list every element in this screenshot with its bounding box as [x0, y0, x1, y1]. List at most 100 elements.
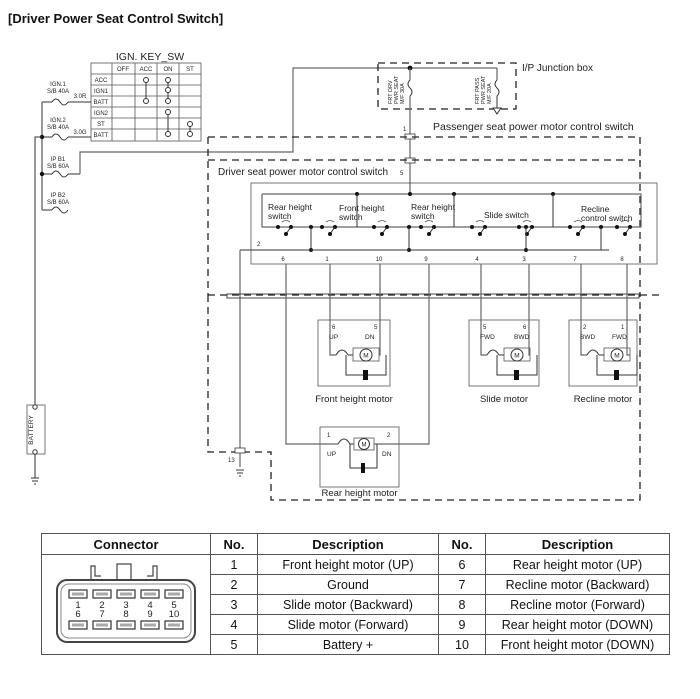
header-connector: Connector	[41, 533, 211, 555]
motor-housing	[468, 319, 540, 387]
fuse-pass-line2: PWR SEAT	[481, 75, 487, 104]
motor-pin-right: 1	[621, 325, 625, 331]
motor-name: Front height motor	[315, 394, 393, 405]
switch-arc	[325, 220, 335, 223]
connector-slot-inner	[168, 592, 180, 596]
motor-icon	[359, 348, 373, 362]
connector-pin-number: 2	[99, 600, 104, 611]
fuse-drv-line2: PWR SEAT	[394, 75, 400, 104]
switch-arc	[281, 220, 291, 223]
fuse-ign1-icon	[51, 98, 69, 106]
motor-symbol: M	[362, 442, 367, 448]
connector-pin-number: 1	[75, 600, 80, 611]
connector-pin-number: 5	[171, 600, 176, 611]
pin-description: Recline motor (Forward)	[485, 594, 670, 615]
pin-no: 3	[210, 594, 258, 615]
fuse-drv-line3: M/F 30A	[400, 83, 406, 104]
pin-no: 4	[210, 614, 258, 635]
connector-slot-inner	[144, 623, 156, 627]
switch-arc	[424, 220, 434, 223]
switch-contact	[568, 225, 572, 229]
motor-icon	[358, 438, 370, 450]
pin-description: Rear height motor (UP)	[485, 554, 670, 575]
ip-junction-box: I/P Junction box FRT DRV PWR SEAT M/F 30…	[377, 62, 593, 194]
switch-pin-label: 9	[424, 257, 428, 263]
connector-slot-inner	[72, 623, 84, 627]
switch-arc	[620, 220, 630, 223]
motor-wire-crossover	[586, 349, 600, 356]
switch-pin-label: 7	[573, 257, 577, 263]
pin-description: Slide motor (Forward)	[257, 614, 439, 635]
switch-slide-label: Slide switch	[484, 210, 529, 220]
pin-no: 6	[438, 554, 486, 575]
fuse-block: IGN.1 S/B 40A 3.0R IGN.2 S/B 40A 3.0G IP…	[34, 67, 410, 405]
switch-arc	[522, 220, 532, 223]
fuse-ipb1-name: IP B1	[51, 157, 66, 163]
breaker-icon	[514, 370, 519, 380]
ground-icon	[236, 469, 244, 477]
pin-1-label: 1	[403, 127, 407, 133]
fuse-frt-drv-icon	[407, 79, 413, 97]
switch-pivot	[478, 232, 482, 236]
switch-contact	[470, 225, 474, 229]
ign-row-ign1: IGN1	[94, 89, 109, 95]
fuse-pass-line1: FRT PASS	[475, 77, 481, 104]
fuse-ipb1-rating: S/B 60A	[47, 164, 69, 170]
pin-description: Battery +	[257, 634, 439, 655]
pin-no: 2	[210, 574, 258, 595]
switch-rear-height-2-l1: Rear height	[411, 202, 456, 212]
connector-pin-number: 3	[123, 600, 128, 611]
switch-pin-label: 8	[620, 257, 624, 263]
connector-pin-number: 10	[169, 609, 180, 620]
switch-pin-label: 6	[281, 257, 285, 263]
switch-contact	[320, 225, 324, 229]
motor-symbol: M	[363, 353, 368, 360]
switch-contact	[517, 225, 521, 229]
motor-wire	[480, 264, 487, 356]
wiring-diagram: IGN. KEY_SW OFF ACC ON ST ACC IGN1 BATT …	[26, 51, 660, 501]
header-description-1: Description	[257, 533, 439, 555]
connector-slot-inner	[72, 592, 84, 596]
switch-pivot	[576, 232, 580, 236]
pin-description: Ground	[257, 574, 439, 595]
header-no-2: No.	[438, 533, 486, 555]
pin-no: 10	[438, 634, 486, 655]
pin-description: Recline motor (Backward)	[485, 574, 670, 595]
switch-pivot	[328, 232, 332, 236]
pin-description: Rear height motor (DOWN)	[485, 614, 670, 635]
switch-contact	[615, 225, 619, 229]
header-description-2: Description	[485, 533, 670, 555]
ign-key-switch-table: IGN. KEY_SW OFF ACC ON ST ACC IGN1 BATT …	[90, 51, 202, 142]
motor-wire	[528, 264, 530, 356]
connector-pin-number: 4	[147, 600, 152, 611]
fuse-ign1-rating: S/B 40A	[47, 89, 69, 95]
ign-row-batt: BATT	[94, 100, 109, 106]
motor-wire-crossover	[486, 349, 500, 356]
motor-wire	[285, 264, 338, 445]
switch-front-height-l1: Front height	[339, 203, 385, 213]
ign-row-batt2: BATT	[94, 133, 109, 139]
motor-pin-left: 6	[332, 325, 336, 331]
switch-rear-height-2-l2: switch	[411, 211, 435, 221]
motor-dir-left: FWD	[480, 334, 495, 341]
connector-slot-inner	[120, 623, 132, 627]
fuse-pass-line3: M/F 20A	[487, 83, 493, 104]
switch-arc	[573, 220, 583, 223]
ign-col-st: ST	[186, 67, 194, 73]
switch-rear-height-1-l2: switch	[268, 211, 292, 221]
motor-housing	[319, 426, 400, 488]
motor-housing	[317, 319, 391, 387]
connector-slot-inner	[96, 623, 108, 627]
motor-pin-left: 2	[583, 325, 587, 331]
pin-13-label: 13	[228, 458, 235, 464]
fuse-frt-pass-icon	[494, 79, 500, 97]
pin-description: Slide motor (Backward)	[257, 594, 439, 615]
fuse-ign2-icon	[51, 133, 69, 141]
switch-pin-label: 4	[475, 257, 479, 263]
motor-pin-right: 2	[387, 433, 391, 439]
breaker-icon	[361, 463, 365, 473]
switch-pin-label: 3	[522, 257, 526, 263]
